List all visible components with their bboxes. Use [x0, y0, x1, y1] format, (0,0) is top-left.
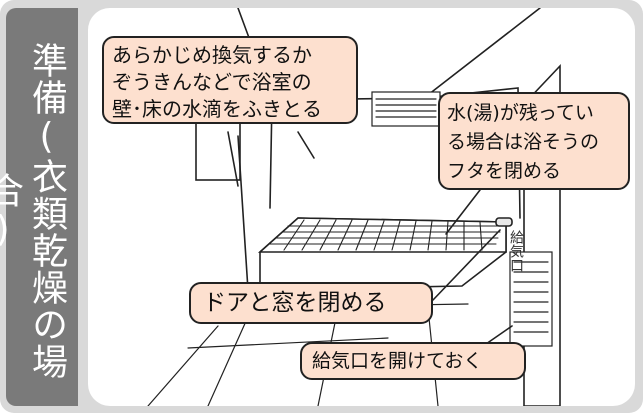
tub-cover-slats [269, 219, 503, 251]
callout-line: る場合は浴そうの [447, 131, 600, 153]
callout-line: ぞうきんなどで浴室の [112, 70, 312, 94]
pointer-ventilate-wall [297, 131, 315, 159]
bathroom-door [523, 63, 561, 406]
callout-air-inlet: 給気口を開けておく [300, 342, 526, 380]
ceiling-line-right [423, 8, 541, 99]
pointer-door-window-left [237, 135, 249, 291]
illustration-panel: 給気口 あらかじめ換気するか ぞうきんなどで浴室の 壁･床の水滴をふきとる 水(… [88, 8, 635, 406]
pointer-ventilate-window [227, 131, 239, 187]
pointer-door-window-right [432, 229, 501, 301]
callout-line: 壁･床の水滴をふきとる [112, 97, 322, 121]
vertical-title: 準備(衣類乾燥の場合) [0, 42, 67, 380]
callout-line: あらかじめ換気するか [112, 43, 312, 67]
door-grille [509, 251, 553, 347]
pointer-tub-cover [445, 189, 481, 235]
ceiling-vent [371, 91, 441, 127]
callout-line: フタを閉める [447, 160, 562, 182]
callout-ventilate: あらかじめ換気するか ぞうきんなどで浴室の 壁･床の水滴をふきとる [102, 36, 358, 124]
door-handle [495, 217, 513, 227]
pointer-air-inlet [485, 325, 513, 345]
callout-line: 水(湯)が残ってい [447, 102, 594, 124]
sidebar: 準備(衣類乾燥の場合) [0, 8, 78, 406]
air-inlet-label: 給気口 [508, 230, 524, 272]
callout-door-window: ドアと窓を閉める [189, 282, 433, 324]
callout-tub-cover: 水(湯)が残ってい る場合は浴そうの フタを閉める [438, 92, 630, 190]
